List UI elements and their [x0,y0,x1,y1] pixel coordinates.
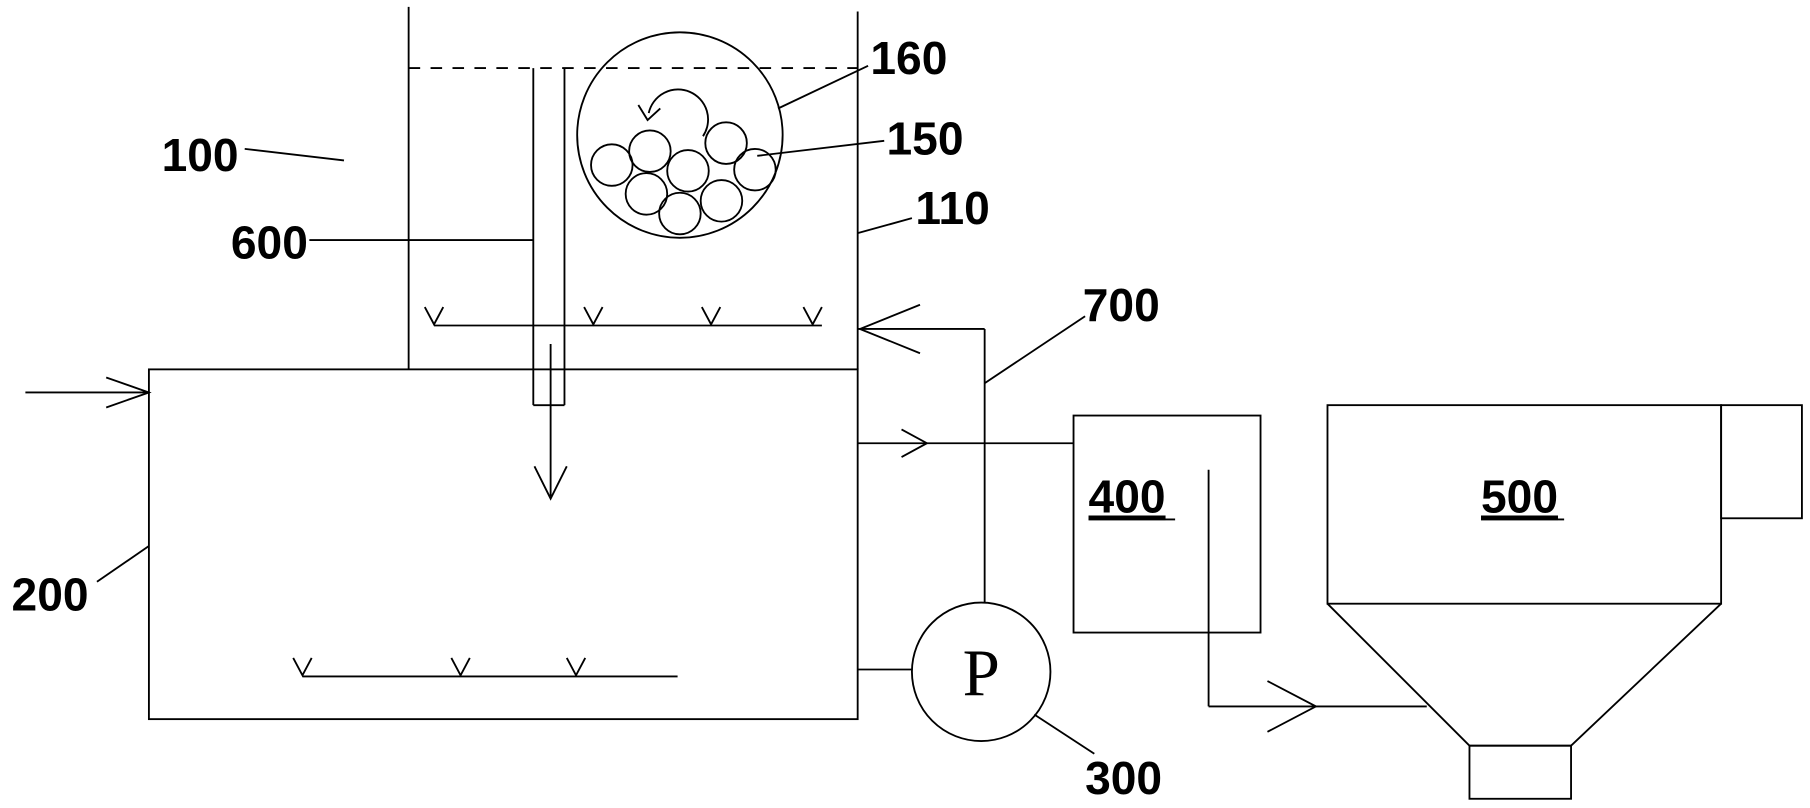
outlet-pipe [857,428,1074,458]
label-160: 160 [870,32,947,84]
unit-500-label: 500 [1481,471,1558,523]
upper-column [407,6,859,370]
lower-aerator [292,657,678,678]
lower-tank [147,368,859,721]
pump-symbol: P [963,636,1000,710]
filler-balls [590,121,777,236]
unit-400-label: 400 [1089,471,1166,523]
label-200: 200 [12,569,89,621]
down-flow-arrow [533,343,568,501]
upper-aerator [423,306,823,327]
label-600: 600 [231,217,308,269]
label-150: 150 [887,113,964,165]
pipe-600 [532,68,566,407]
unit-500: 500 [1326,404,1803,800]
unit-400: 400 [1072,414,1262,634]
recirculation-pipe-700 [857,303,986,671]
pump: P [911,601,1052,742]
rotation-arrow-icon [637,88,710,137]
label-700: 700 [1083,279,1160,331]
leader-lines [96,64,1095,755]
feed-line-400-to-500 [1207,469,1427,733]
label-110: 110 [915,182,989,234]
label-300: 300 [1085,752,1162,804]
label-100: 100 [162,129,239,181]
magnified-view-circle [576,31,784,239]
inlet-arrow [25,376,152,409]
